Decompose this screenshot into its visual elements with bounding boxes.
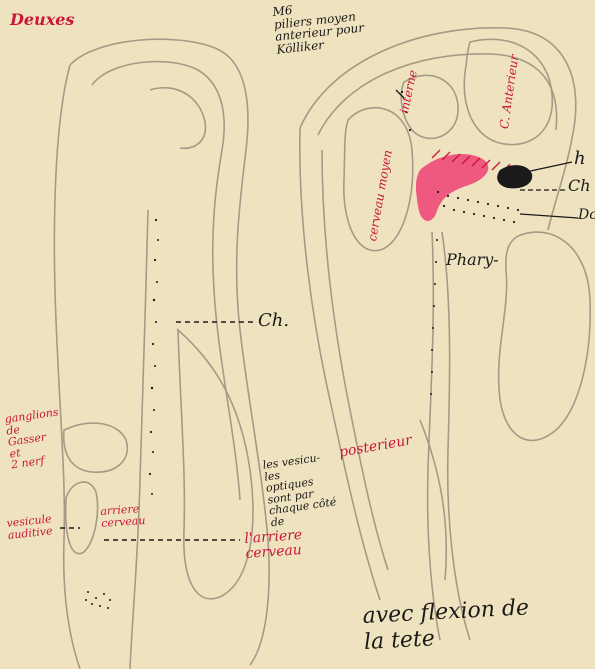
label-h: h bbox=[574, 150, 586, 169]
label-vesicule-auditive: vesicule auditive bbox=[6, 513, 53, 541]
label-ch-right: Ch bbox=[568, 178, 591, 195]
label-ch-middle: Ch. bbox=[258, 312, 289, 331]
label-ganglions: ganglions de Gasser et 2 nerf bbox=[4, 406, 66, 471]
label-vesicules: les vesicu- les optiques sont par chaque… bbox=[262, 451, 339, 529]
label-dc: Dc bbox=[578, 208, 595, 223]
label-caption: avec flexion de la tete bbox=[362, 595, 531, 656]
label-pharynx: Phary- bbox=[446, 252, 499, 269]
label-arriere-cerveau-right: l'arriere cerveau bbox=[244, 528, 304, 561]
label-kolliker: M6 piliers moyen anterieur pour Kölliker bbox=[272, 0, 366, 56]
black-ink-mass bbox=[497, 165, 532, 188]
label-top-left: Deuxes bbox=[10, 12, 74, 29]
label-arriere-cerveau-left: arriere cerveau bbox=[100, 503, 146, 529]
